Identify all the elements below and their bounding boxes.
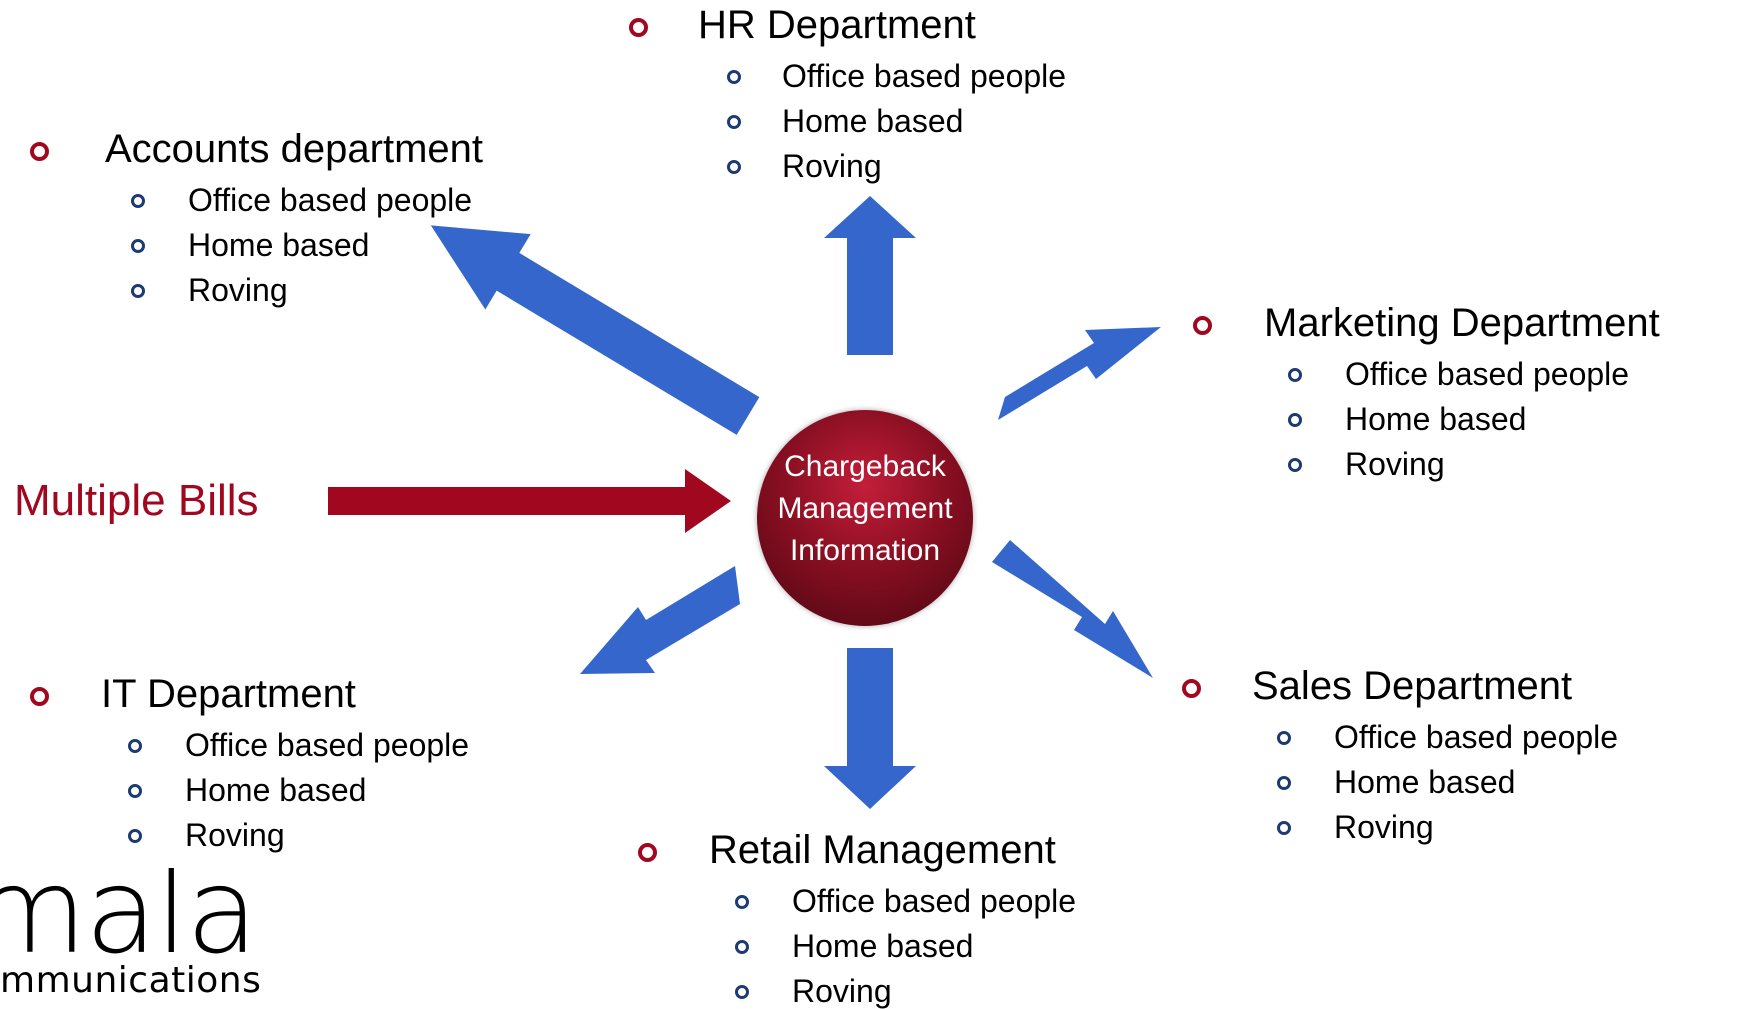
- bullet-icon: [629, 18, 648, 37]
- dept-title: Sales Department: [1252, 664, 1573, 708]
- bullet-icon: [1288, 368, 1302, 382]
- logo-tagline: mmunications: [0, 960, 261, 1001]
- dept-item: Roving: [188, 272, 288, 308]
- dept-it: IT Department Office based people Home b…: [30, 671, 570, 857]
- bullet-icon: [131, 239, 145, 253]
- dept-item: Home based: [782, 103, 964, 139]
- dept-hr: HR Department Office based people Home b…: [629, 2, 1152, 188]
- bullet-icon: [131, 194, 145, 208]
- arrow-to-marketing: [998, 327, 1161, 420]
- dept-item: Home based: [185, 772, 367, 808]
- dept-item: Office based people: [1334, 719, 1619, 755]
- dept-item: Home based: [792, 928, 974, 964]
- dept-title: Retail Management: [709, 828, 1056, 872]
- dept-item: Home based: [1345, 401, 1527, 437]
- arrow-to-sales: [992, 540, 1153, 678]
- bullet-icon: [128, 739, 142, 753]
- multiple-bills-label: Multiple Bills: [14, 476, 259, 525]
- arrow-to-accounts: [430, 225, 760, 435]
- bullet-icon: [727, 160, 741, 174]
- bullet-icon: [1288, 413, 1302, 427]
- arrow-to-retail: [824, 648, 916, 809]
- dept-item: Office based people: [782, 58, 1067, 94]
- dept-title: HR Department: [698, 3, 976, 47]
- input-arrow: [328, 469, 731, 533]
- dept-item: Roving: [792, 973, 892, 1009]
- company-logo: mala mmunications: [0, 868, 261, 1001]
- hub-line: Information: [789, 534, 941, 567]
- dept-item: Office based people: [188, 182, 473, 218]
- dept-item: Home based: [188, 227, 370, 263]
- dept-sales: Sales Department Office based people Hom…: [1182, 663, 1732, 849]
- bullet-icon: [131, 284, 145, 298]
- dept-title: Accounts department: [105, 127, 483, 171]
- hub-line: Management: [777, 492, 953, 525]
- arrow-to-hr: [824, 196, 916, 355]
- bullet-icon: [638, 843, 657, 862]
- arrow-to-it: [580, 566, 740, 674]
- bullet-icon: [30, 687, 49, 706]
- dept-item: Office based people: [1345, 356, 1630, 392]
- dept-title: IT Department: [101, 672, 356, 716]
- bullet-icon: [1277, 821, 1291, 835]
- bullet-icon: [735, 895, 749, 909]
- dept-item: Roving: [1345, 446, 1445, 482]
- dept-item: Office based people: [792, 883, 1077, 919]
- bullet-icon: [735, 985, 749, 999]
- logo-wordmark: mala: [0, 868, 256, 980]
- dept-item: Roving: [1334, 809, 1434, 845]
- chargeback-hub: Chargeback Management Information: [757, 410, 973, 626]
- bullet-icon: [727, 70, 741, 84]
- dept-title: Marketing Department: [1264, 301, 1660, 345]
- bullet-icon: [1277, 776, 1291, 790]
- bullet-icon: [30, 142, 49, 161]
- bullet-icon: [1193, 316, 1212, 335]
- dept-retail: Retail Management Office based people Ho…: [638, 827, 1158, 1009]
- bullet-icon: [735, 940, 749, 954]
- bullet-icon: [128, 784, 142, 798]
- dept-item: Office based people: [185, 727, 470, 763]
- bullet-icon: [1288, 458, 1302, 472]
- hub-label: Chargeback Management Information: [757, 446, 973, 572]
- bullet-icon: [1277, 731, 1291, 745]
- bullet-icon: [128, 829, 142, 843]
- bullet-icon: [1182, 679, 1201, 698]
- dept-item: Home based: [1334, 764, 1516, 800]
- hub-line: Chargeback: [784, 450, 946, 483]
- bullet-icon: [727, 115, 741, 129]
- dept-item: Roving: [185, 817, 285, 853]
- dept-marketing: Marketing Department Office based people…: [1193, 300, 1743, 486]
- dept-accounts: Accounts department Office based people …: [30, 126, 590, 312]
- dept-item: Roving: [782, 148, 882, 184]
